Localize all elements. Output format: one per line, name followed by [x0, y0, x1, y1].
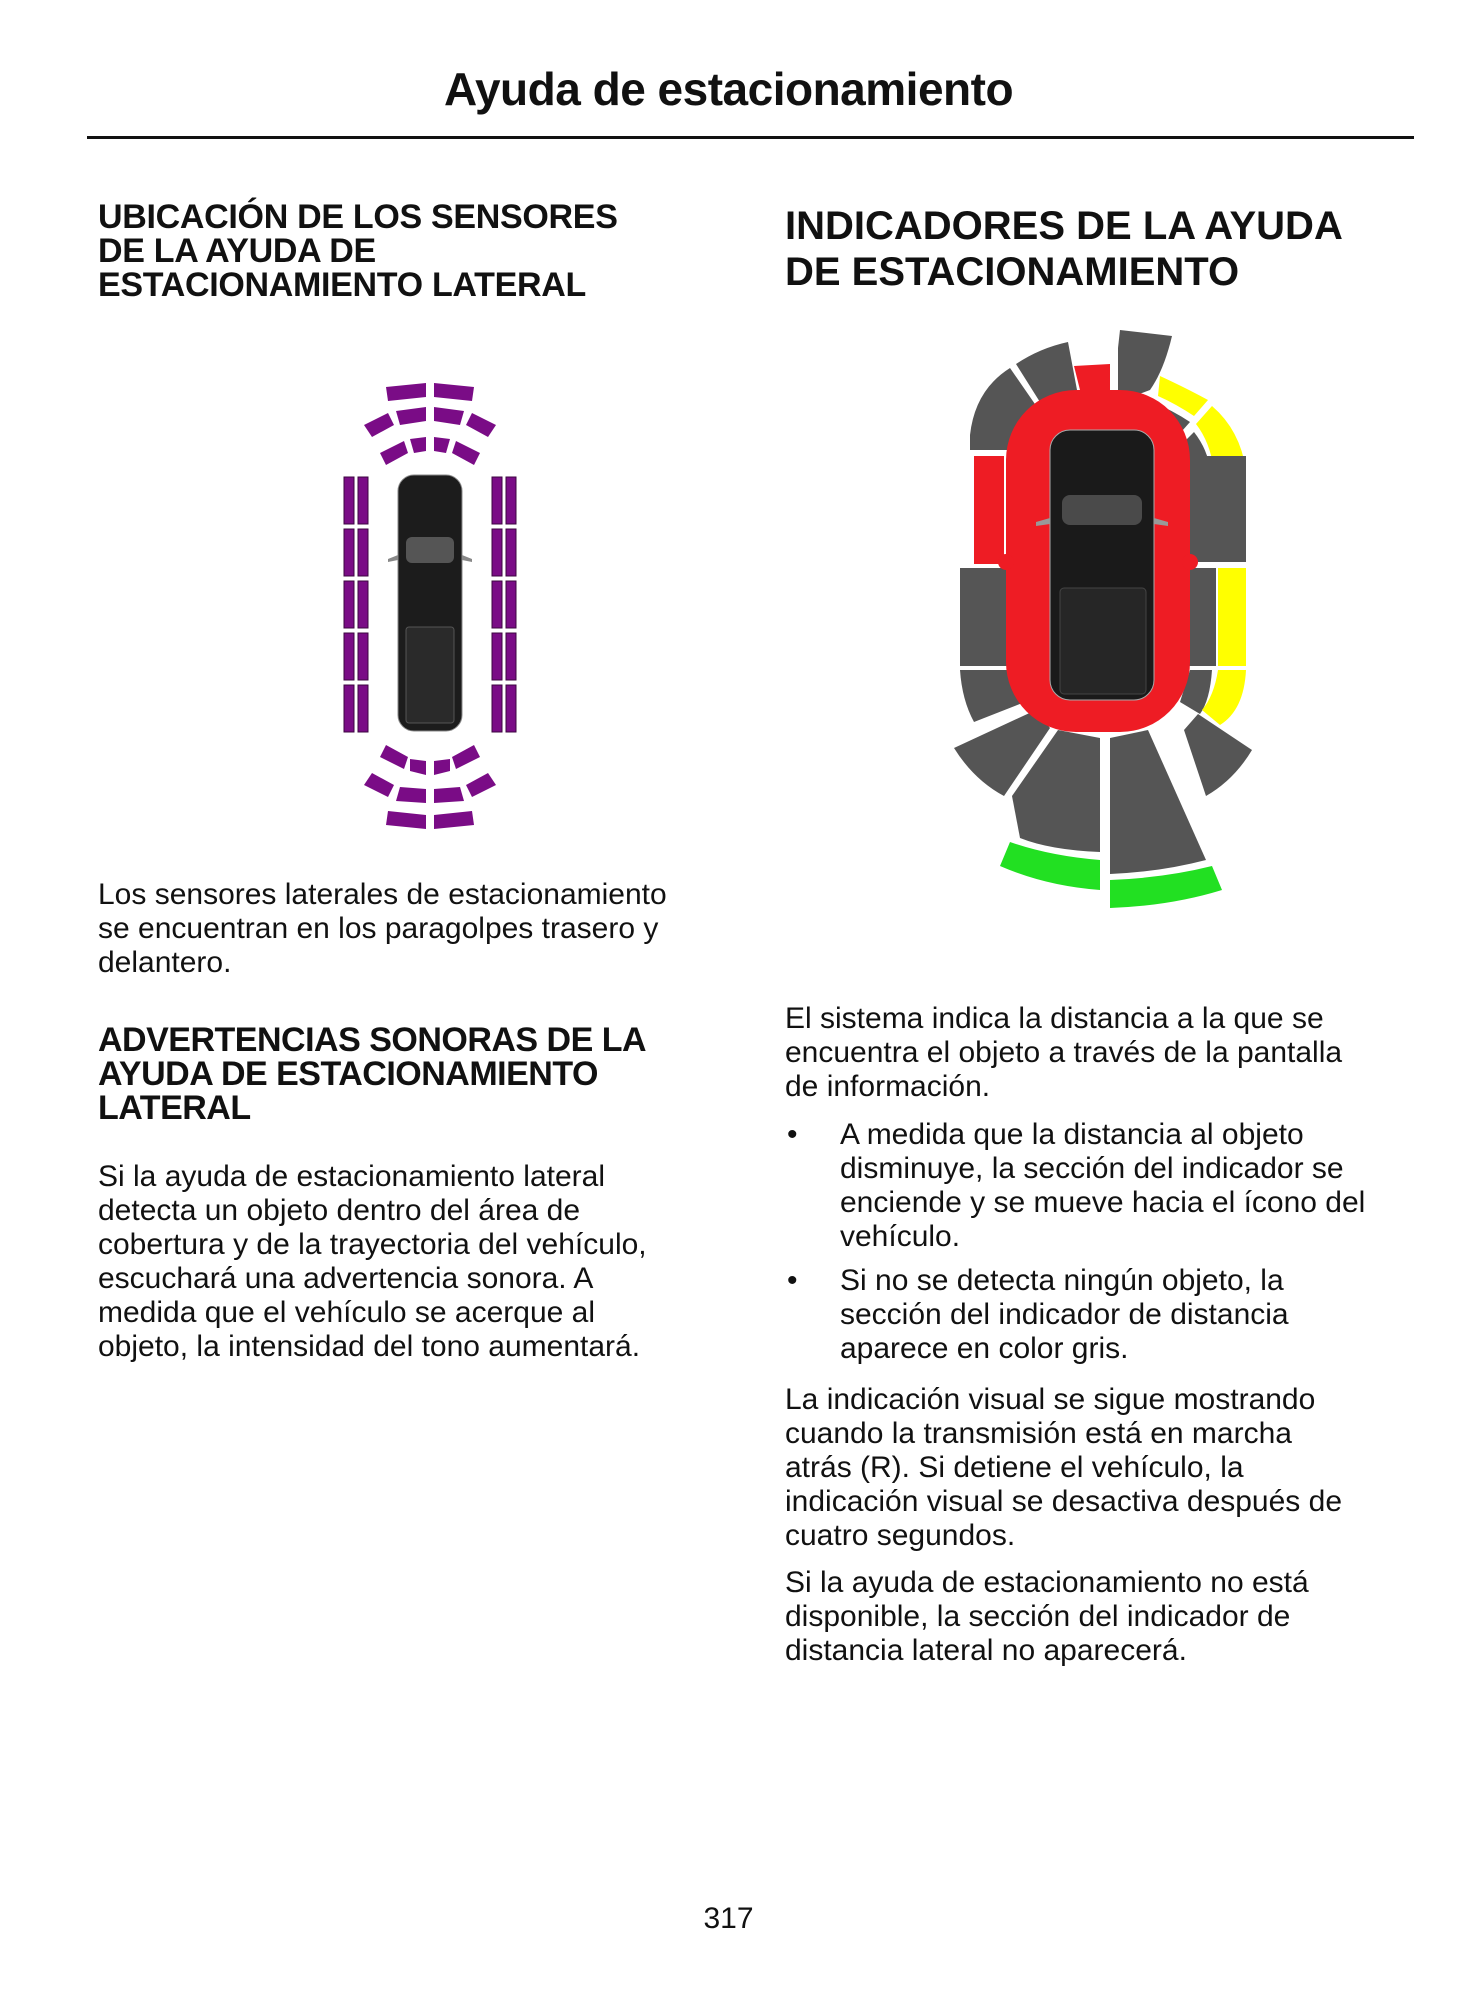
text-line: aparece en color gris.: [840, 1332, 1129, 1365]
text-line: sección del indicador de distancia: [840, 1298, 1289, 1331]
text-line: cuatro segundos.: [785, 1519, 1016, 1552]
heading-line: DE LA AYUDA DE: [98, 232, 376, 270]
bullet-icon: •: [787, 1118, 798, 1151]
heading-audible-warnings: ADVERTENCIAS SONORAS DE LA AYUDA DE ESTA…: [98, 1021, 647, 1127]
reverse-gear-paragraph: La indicación visual se sigue mostrando …: [785, 1383, 1342, 1553]
right-side-sensor-bars: [491, 476, 517, 733]
title-divider: [87, 136, 1414, 139]
text-line: vehículo.: [840, 1220, 961, 1253]
unavailable-paragraph: Si la ayuda de estacionamiento no está d…: [785, 1566, 1309, 1668]
text-line: Si no se detecta ningún objeto, la: [840, 1264, 1284, 1297]
list-item: • A medida que la distancia al objeto di…: [785, 1118, 1365, 1254]
heading-line: LATERAL: [98, 1089, 251, 1127]
text-line: disponible, la sección del indicador de: [785, 1600, 1291, 1633]
text-line: Los sensores laterales de estacionamient…: [98, 878, 667, 911]
heading-line: AYUDA DE ESTACIONAMIENTO: [98, 1055, 598, 1093]
text-line: La indicación visual se sigue mostrando: [785, 1383, 1316, 1416]
page-number: 317: [703, 1902, 754, 1935]
text-line: disminuye, la sección del indicador se: [840, 1152, 1344, 1185]
text-line: cuando la transmisión está en marcha: [785, 1417, 1292, 1450]
distance-indicator-figure: [950, 330, 1270, 980]
sensor-location-paragraph: Los sensores laterales de estacionamient…: [98, 878, 667, 980]
heading-line: DE ESTACIONAMIENTO: [785, 250, 1240, 294]
vehicle-icon: [388, 474, 472, 732]
distance-indicator-diagram: [954, 330, 1252, 908]
side-sensor-location-figure: [320, 365, 540, 845]
text-line: objeto, la intensidad del tono aumentará…: [98, 1330, 641, 1363]
vehicle-icon: [1036, 429, 1168, 701]
bullet-icon: •: [787, 1264, 798, 1297]
text-line: enciende y se mueve hacia el ícono del: [840, 1186, 1366, 1219]
indicator-bullet-list: • A medida que la distancia al objeto di…: [785, 1118, 1365, 1376]
list-item: • Si no se detecta ningún objeto, la sec…: [785, 1264, 1365, 1366]
heading-line: ESTACIONAMIENTO LATERAL: [98, 266, 586, 304]
text-line: escuchará una advertencia sonora. A: [98, 1262, 594, 1295]
heading-sensor-location: UBICACIÓN DE LOS SENSORES DE LA AYUDA DE…: [98, 200, 618, 302]
text-line: A medida que la distancia al objeto: [840, 1118, 1304, 1151]
text-line: El sistema indica la distancia a la que …: [785, 1002, 1324, 1035]
text-line: indicación visual se desactiva después d…: [785, 1485, 1343, 1518]
text-line: atrás (R). Si detiene el vehículo, la: [785, 1451, 1244, 1484]
text-line: medida que el vehículo se acerque al: [98, 1296, 595, 1329]
audible-warning-paragraph: Si la ayuda de estacionamiento lateral d…: [98, 1160, 647, 1364]
heading-line: INDICADORES DE LA AYUDA: [785, 204, 1343, 248]
text-line: encuentra el objeto a través de la panta…: [785, 1036, 1343, 1069]
heading-parking-aid-indicators: INDICADORES DE LA AYUDA DE ESTACIONAMIEN…: [785, 203, 1343, 295]
heading-line: ADVERTENCIAS SONORAS DE LA: [98, 1021, 647, 1059]
page-title: Ayuda de estacionamiento: [443, 63, 1014, 115]
text-line: cobertura y de la trayectoria del vehícu…: [98, 1228, 647, 1261]
text-line: Si la ayuda de estacionamiento no está: [785, 1566, 1309, 1599]
text-line: delantero.: [98, 946, 232, 979]
left-side-sensor-bars: [343, 476, 369, 733]
text-line: de información.: [785, 1070, 991, 1103]
text-line: distancia lateral no aparecerá.: [785, 1634, 1187, 1667]
text-line: detecta un objeto dentro del área de: [98, 1194, 581, 1227]
rear-sensor-arcs: [364, 745, 496, 829]
text-line: se encuentran en los paragolpes trasero …: [98, 912, 659, 945]
vehicle-sensors-diagram: [343, 383, 517, 829]
indicator-intro-paragraph: El sistema indica la distancia a la que …: [785, 1002, 1342, 1104]
heading-line: UBICACIÓN DE LOS SENSORES: [98, 198, 618, 236]
text-line: Si la ayuda de estacionamiento lateral: [98, 1160, 605, 1193]
front-sensor-arcs: [364, 383, 496, 465]
